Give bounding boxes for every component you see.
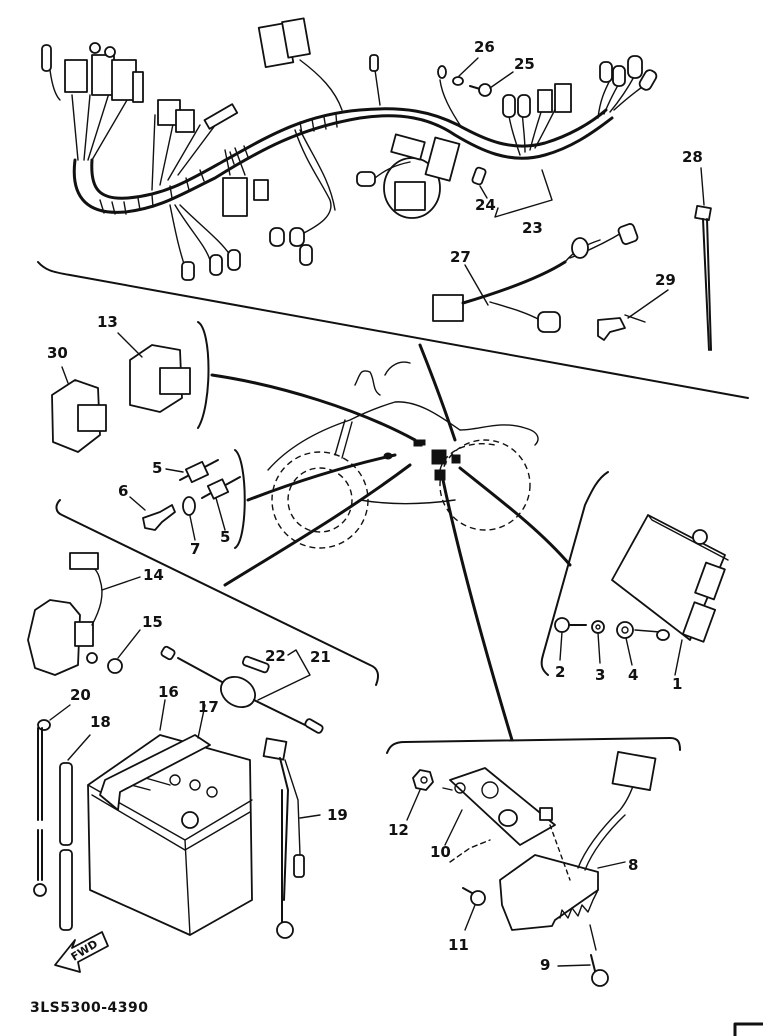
- pointer-switches: [246, 453, 397, 502]
- leader-15: [117, 629, 141, 659]
- bolt-11: [462, 887, 486, 931]
- callout-5-upper: 5: [152, 459, 163, 477]
- leader-5a: [165, 468, 184, 473]
- brace-relays: [197, 321, 210, 429]
- breather-pipe-18: [59, 734, 91, 931]
- callout-8: 8: [628, 856, 639, 874]
- fuse-holder-21: [160, 645, 324, 734]
- callout-12: 12: [388, 821, 409, 839]
- callout-9: 9: [540, 956, 551, 974]
- bracket-23: [494, 169, 553, 218]
- callout-4: 4: [628, 666, 639, 684]
- callout-7: 7: [190, 540, 201, 558]
- callout-21: 21: [310, 648, 331, 666]
- brace-control-unit: [540, 471, 609, 676]
- relay-13: [117, 332, 191, 413]
- switch-5-upper: [179, 459, 219, 484]
- brace-switches: [234, 449, 246, 549]
- sub-lead-27: [432, 223, 639, 333]
- location-marker-main: [431, 449, 447, 465]
- leader-26: [458, 57, 479, 77]
- battery-band-17: [99, 704, 211, 811]
- leader-5b: [215, 497, 226, 531]
- callout-2: 2: [555, 663, 566, 681]
- corner-mark: [733, 1022, 763, 1036]
- starter-relay-14: [27, 552, 141, 676]
- callout-24: 24: [475, 196, 496, 214]
- callout-17: 17: [198, 698, 219, 716]
- control-unit-1: [611, 514, 729, 676]
- leader-7: [189, 515, 196, 541]
- pointer-relays: [210, 373, 417, 442]
- callout-19: 19: [327, 806, 348, 824]
- nut-15: [107, 658, 123, 674]
- screw-25: [469, 83, 492, 97]
- bracket-10: [442, 767, 556, 846]
- callout-3: 3: [595, 666, 606, 684]
- callout-26: 26: [474, 38, 495, 56]
- callout-1: 1: [672, 675, 683, 693]
- battery-lead-19: [262, 737, 321, 939]
- battery-16: [87, 699, 253, 936]
- callout-15: 15: [142, 613, 163, 631]
- brace-rectifier: [386, 737, 681, 754]
- minus-lead-20: [33, 704, 71, 897]
- callout-29: 29: [655, 271, 676, 289]
- relay-30: [51, 366, 107, 453]
- callout-27: 27: [450, 248, 471, 266]
- callout-10: 10: [430, 843, 451, 861]
- screw-2: [554, 617, 587, 661]
- bolt-path-11: [449, 839, 491, 863]
- pointer-rectifier: [441, 478, 514, 742]
- switch-5-lower: [201, 476, 241, 500]
- callout-14: 14: [143, 566, 164, 584]
- screw-9: [557, 924, 609, 987]
- washer-7: [182, 496, 196, 516]
- motorcycle-locator: [267, 361, 539, 549]
- callout-11: 11: [448, 936, 469, 954]
- callout-16: 16: [158, 683, 179, 701]
- callout-13: 13: [97, 313, 118, 331]
- fuse-22: [242, 655, 270, 674]
- leader-25: [489, 71, 514, 89]
- callout-5-lower: 5: [220, 528, 231, 546]
- section-divider-top: [37, 261, 749, 399]
- callout-25: 25: [514, 55, 535, 73]
- callout-20: 20: [70, 686, 91, 704]
- wire-harness-assembly: [41, 17, 658, 281]
- leader-24: [479, 185, 488, 199]
- callout-23: 23: [522, 219, 543, 237]
- cable-band-28: [694, 167, 712, 351]
- clamp-29: [597, 289, 669, 341]
- clamp-6: [142, 504, 176, 531]
- nut-12: [406, 769, 434, 821]
- pointer-harness: [418, 343, 457, 442]
- washer-3: [591, 620, 605, 664]
- pointer-battery: [223, 463, 412, 587]
- washer-4: [616, 621, 670, 666]
- callout-22: 22: [265, 647, 286, 665]
- rectifier-regulator-8: [499, 751, 657, 931]
- section-divider-battery: [55, 499, 379, 686]
- callout-28: 28: [682, 148, 703, 166]
- callout-6: 6: [118, 482, 129, 500]
- fwd-arrow: [54, 931, 109, 973]
- callout-30: 30: [47, 344, 68, 362]
- callout-18: 18: [90, 713, 111, 731]
- drawing-code: 3LS5300-4390: [30, 1000, 149, 1016]
- leader-6: [129, 496, 146, 511]
- washer-26: [452, 76, 464, 86]
- pointer-control-unit: [458, 466, 572, 567]
